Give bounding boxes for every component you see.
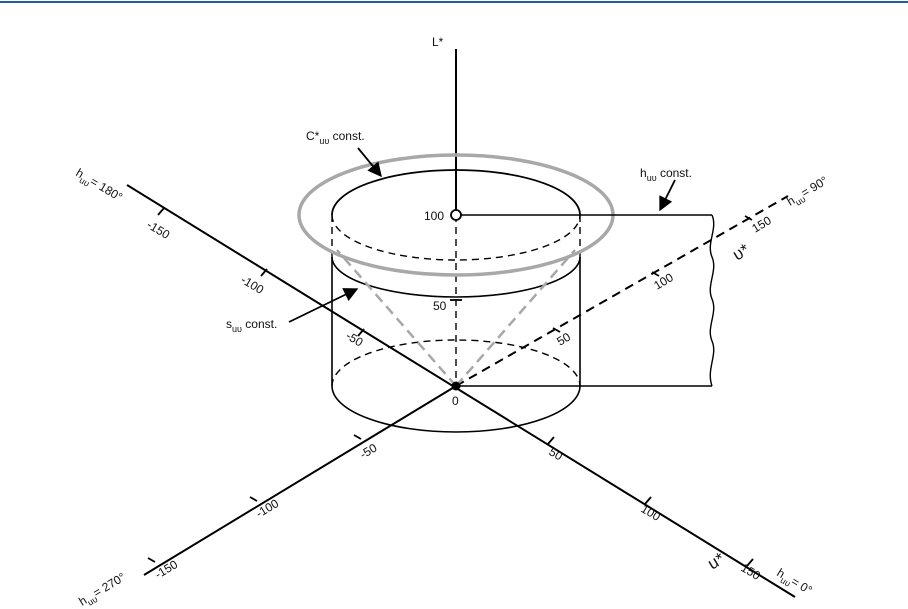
origin-marker <box>452 382 461 391</box>
sat-const-label: suυ const. <box>226 317 277 334</box>
l-axis-label: L* <box>432 35 444 49</box>
hue-90-label: huυ= 90° <box>784 173 832 211</box>
u-label-neg-100: -100 <box>238 273 266 298</box>
u-label-100: 100 <box>638 502 663 524</box>
chroma-const-label: C*uυ const. <box>306 129 365 146</box>
u-tick-50 <box>548 437 554 444</box>
v-label-neg-150: -150 <box>152 557 180 582</box>
hue-180-label: huυ= 180° <box>72 166 125 207</box>
l-100-label: 100 <box>424 209 444 223</box>
cylinder-bottom-front <box>332 386 580 432</box>
white-point-marker <box>451 210 461 220</box>
hue-const-wavy-side <box>710 215 713 386</box>
hue-const-label: huυ const. <box>640 166 692 183</box>
v-tick-neg-150 <box>148 558 155 562</box>
v-label-150: 150 <box>749 213 774 235</box>
sat-const-arrow <box>289 289 357 322</box>
v-tick-neg-50 <box>354 435 361 439</box>
origin-label: 0 <box>452 394 459 408</box>
v-label-neg-100: -100 <box>253 496 281 521</box>
u-tick-neg-150 <box>158 208 164 215</box>
v-tick-neg-100 <box>250 497 257 501</box>
v-axis-label: υ* <box>729 240 753 265</box>
hue-270-label: huυ= 270° <box>76 570 129 609</box>
u-axis-label: u* <box>704 549 728 574</box>
u-axis <box>127 185 795 597</box>
l-50-label: 50 <box>433 299 447 313</box>
v-axis-positive <box>456 196 788 386</box>
v-label-50: 50 <box>554 330 573 349</box>
hue-0-label: huυ= 0° <box>773 566 815 600</box>
u-label-neg-150: -150 <box>144 218 172 243</box>
u-label-50: 50 <box>546 445 565 464</box>
v-axis-negative <box>144 386 456 575</box>
hue-const-arrow <box>660 180 675 210</box>
